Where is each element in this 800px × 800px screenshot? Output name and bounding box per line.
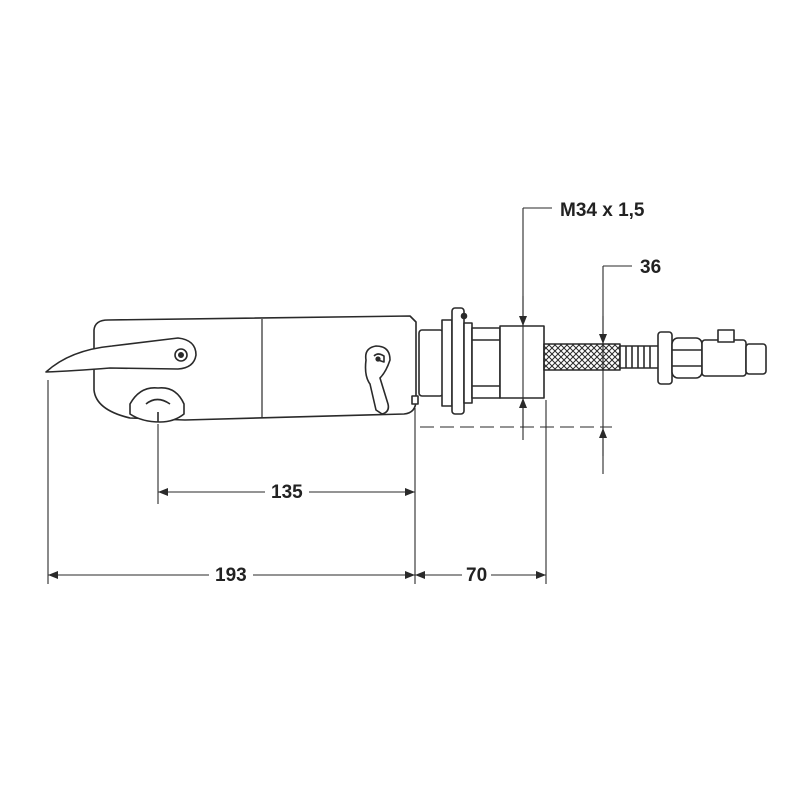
wall-plate bbox=[418, 329, 444, 397]
hose-size-label: 36 bbox=[640, 257, 662, 279]
thread-size-label: M34 x 1,5 bbox=[560, 200, 645, 222]
dim-label-193: 193 bbox=[209, 565, 253, 587]
locking-nut bbox=[471, 327, 501, 399]
check-valve bbox=[657, 331, 673, 385]
dim-label-135: 135 bbox=[265, 482, 309, 504]
thread-connection bbox=[499, 325, 545, 399]
braided-hose bbox=[543, 343, 621, 371]
control-lever bbox=[364, 345, 391, 415]
dim-label-70: 70 bbox=[462, 565, 492, 587]
valve-body bbox=[701, 339, 747, 377]
spout bbox=[45, 337, 197, 373]
aerator bbox=[129, 387, 185, 423]
rear-tab bbox=[411, 395, 419, 405]
